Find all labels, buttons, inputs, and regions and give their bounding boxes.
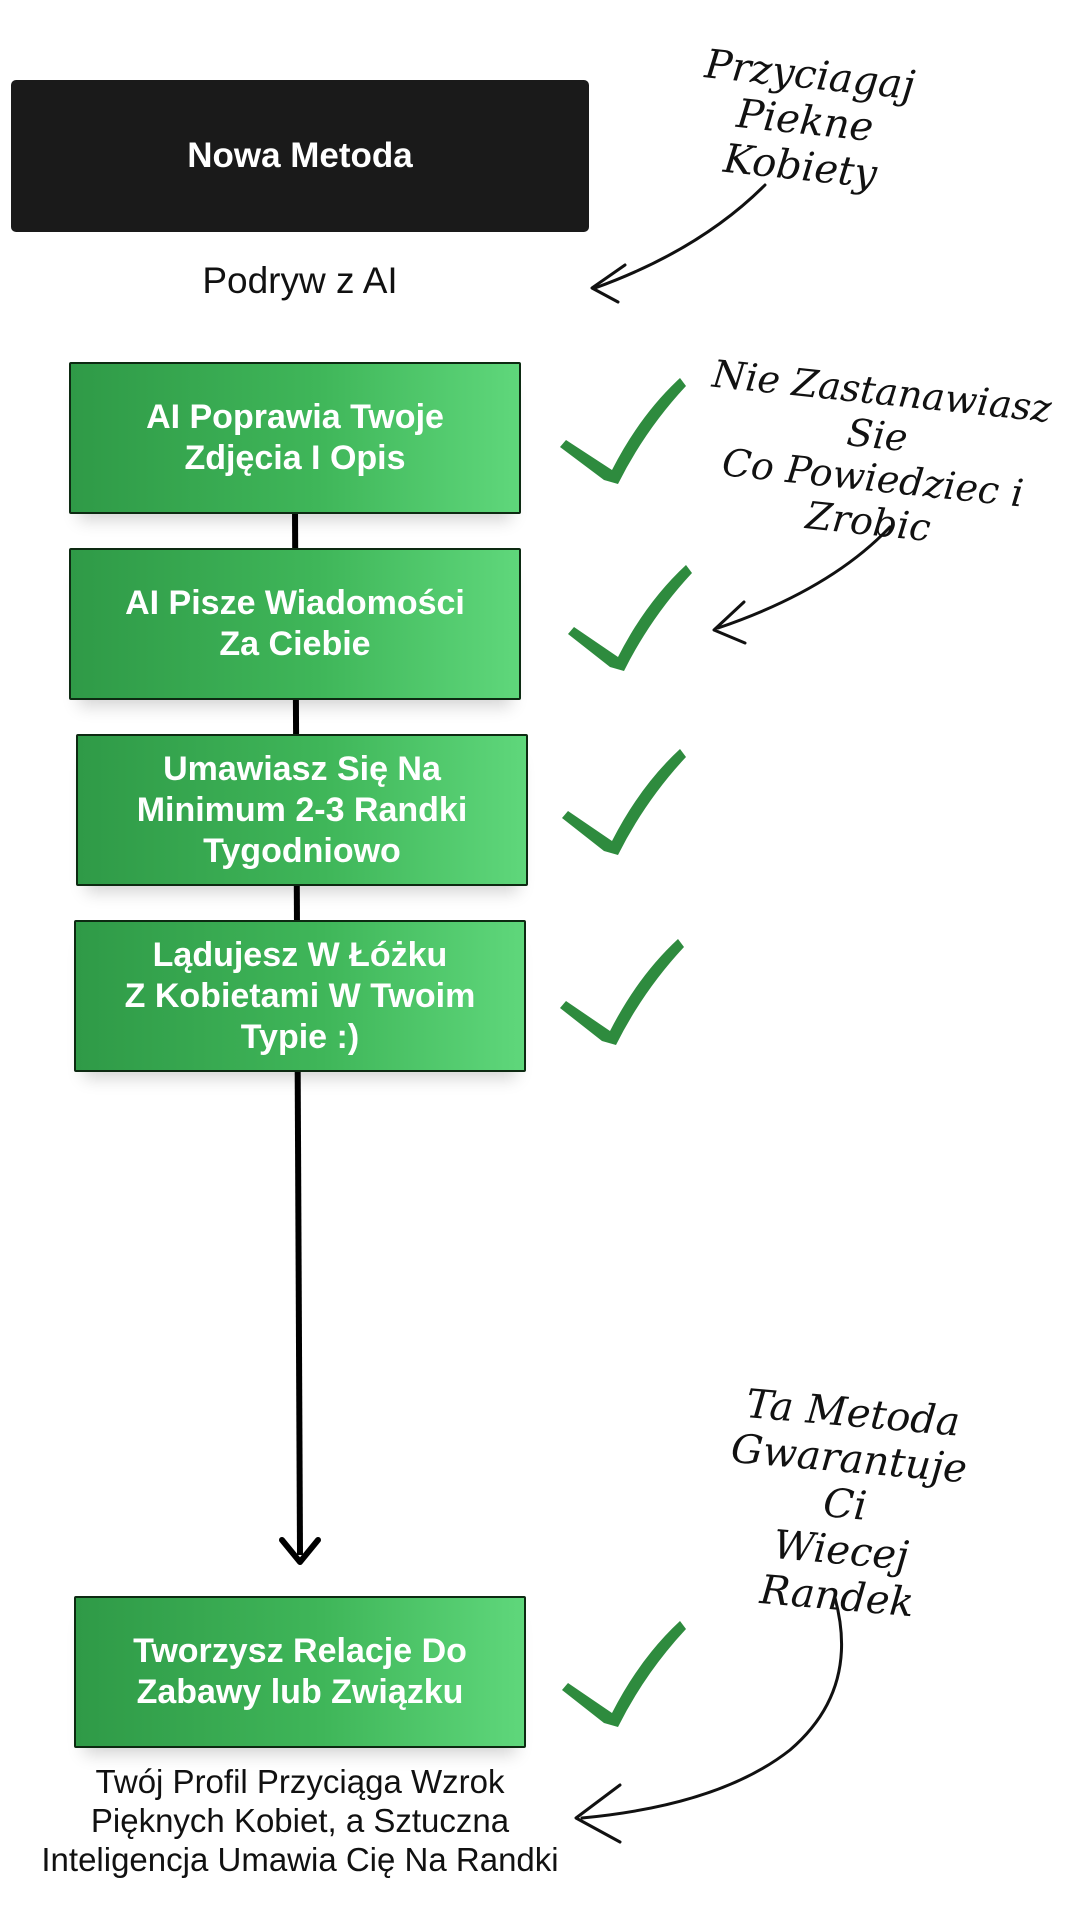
- hand-drawn-arrow-icon: [712, 600, 747, 645]
- check-mark-icon: [560, 939, 684, 1045]
- footer-text: Twój Profil Przyciąga Wzrok Pięknych Kob…: [41, 1763, 559, 1878]
- step-box-4: Lądujesz W Łóżku Z Kobietami W Twoim Typ…: [74, 920, 526, 1072]
- hand-drawn-arrow-icon: [593, 183, 767, 290]
- step-label-2: AI Pisze Wiadomości Za Ciebie: [125, 584, 465, 663]
- check-mark-icon: [560, 378, 686, 484]
- check-mark-icon: [562, 1621, 686, 1727]
- step-label-3: Umawiasz Się Na Minimum 2-3 Randki Tygod…: [136, 749, 468, 870]
- step-box-3: Umawiasz Się Na Minimum 2-3 Randki Tygod…: [76, 734, 528, 886]
- header-subtitle: Podryw z AI: [202, 260, 398, 301]
- step-label-5: Tworzysz Relacje Do Zabawy lub Związku: [133, 1632, 467, 1711]
- check-mark-icon: [568, 565, 692, 671]
- hand-drawn-arrow-icon: [580, 1596, 844, 1820]
- step-label-1: AI Poprawia Twoje Zdjęcia I Opis: [146, 398, 444, 477]
- step-box-2: AI Pisze Wiadomości Za Ciebie: [69, 548, 521, 700]
- hand-drawn-arrow-icon: [716, 525, 892, 630]
- step-box-5: Tworzysz Relacje Do Zabawy lub Związku: [74, 1596, 526, 1748]
- step-label-4: Lądujesz W Łóżku Z Kobietami W Twoim Typ…: [124, 935, 476, 1056]
- flow-arrowhead-icon: [279, 1537, 321, 1565]
- note-guarantee: Ta Metoda Gwarantuje Ci Wiecej Randek: [729, 1381, 969, 1627]
- header-title: Nowa Metoda: [187, 136, 413, 175]
- hand-drawn-arrow-icon: [590, 263, 627, 304]
- hand-drawn-arrow-icon: [574, 1783, 622, 1844]
- step-box-1: AI Poprawia Twoje Zdjęcia I Opis: [69, 362, 521, 514]
- header-title-box: Nowa Metoda: [11, 80, 589, 232]
- check-mark-icon: [562, 749, 686, 855]
